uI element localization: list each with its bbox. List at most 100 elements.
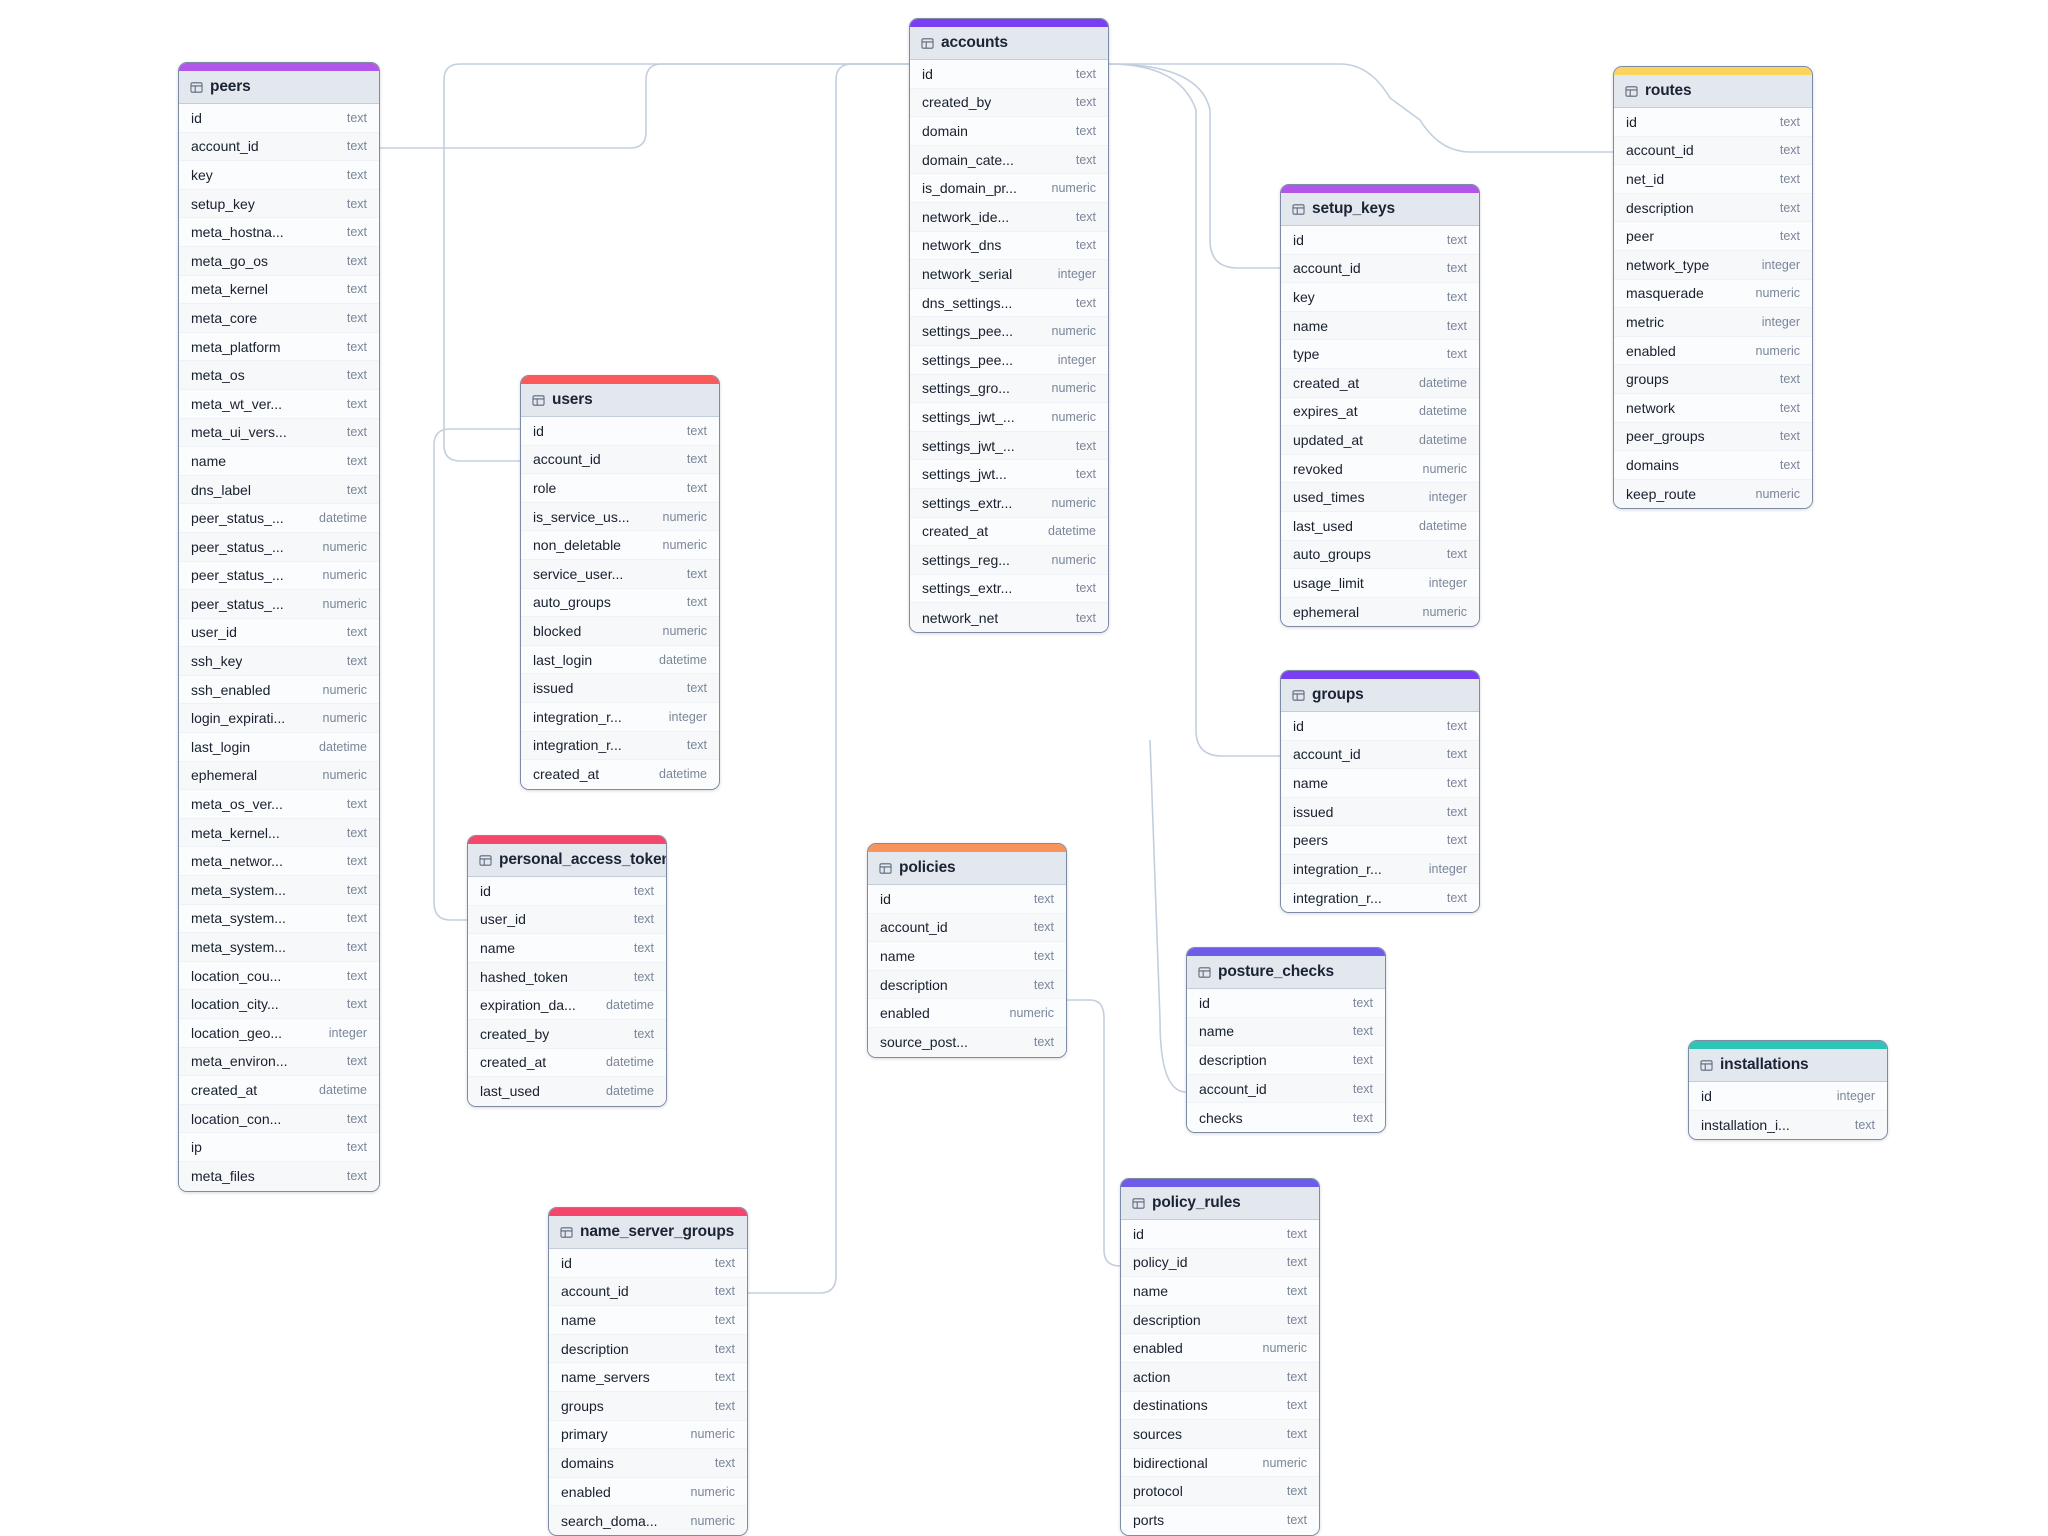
table-row[interactable]: settings_reg...numeric [910, 546, 1108, 575]
table-row[interactable]: settings_pee...numeric [910, 317, 1108, 346]
table-row[interactable]: source_post...text [868, 1027, 1066, 1057]
table-row[interactable]: meta_ui_vers...text [179, 418, 379, 448]
table-row[interactable]: settings_jwt...text [910, 460, 1108, 489]
table-row[interactable]: service_user...text [521, 559, 719, 589]
table-row[interactable]: peer_status_...datetime [179, 504, 379, 533]
table-row[interactable]: network_ide...text [910, 202, 1108, 232]
table-header[interactable]: groups [1281, 679, 1479, 712]
table-header[interactable]: policies [868, 852, 1066, 885]
table-header[interactable]: setup_keys [1281, 193, 1479, 226]
table-header[interactable]: personal_access_tokens [468, 844, 666, 877]
table-row[interactable]: meta_environ...text [179, 1047, 379, 1077]
table-row[interactable]: location_con...text [179, 1104, 379, 1134]
table-row[interactable]: domain_cate...text [910, 145, 1108, 175]
table-row[interactable]: integration_r...text [521, 731, 719, 761]
table-header[interactable]: peers [179, 71, 379, 104]
table-row[interactable]: login_expirati...numeric [179, 704, 379, 734]
table-row[interactable]: integration_r...integer [1281, 854, 1479, 884]
table-row[interactable]: settings_jwt_...numeric [910, 403, 1108, 432]
table-row[interactable]: meta_kernel...text [179, 818, 379, 848]
table-row[interactable]: meta_system...text [179, 933, 379, 962]
table-row[interactable]: settings_gro...numeric [910, 374, 1108, 404]
table-header[interactable]: installations [1689, 1049, 1887, 1082]
table-row[interactable]: is_service_us...numeric [521, 502, 719, 532]
table-row[interactable]: location_geo...integer [179, 1019, 379, 1048]
table-row[interactable]: peer_status_...numeric [179, 561, 379, 591]
table-row[interactable]: settings_jwt_...text [910, 431, 1108, 461]
table-row[interactable]: settings_extr...numeric [910, 488, 1108, 518]
table-header[interactable]: policy_rules [1121, 1187, 1319, 1220]
table-row[interactable]: dns_settings...text [910, 288, 1108, 318]
table-row[interactable]: location_cou...text [179, 961, 379, 991]
